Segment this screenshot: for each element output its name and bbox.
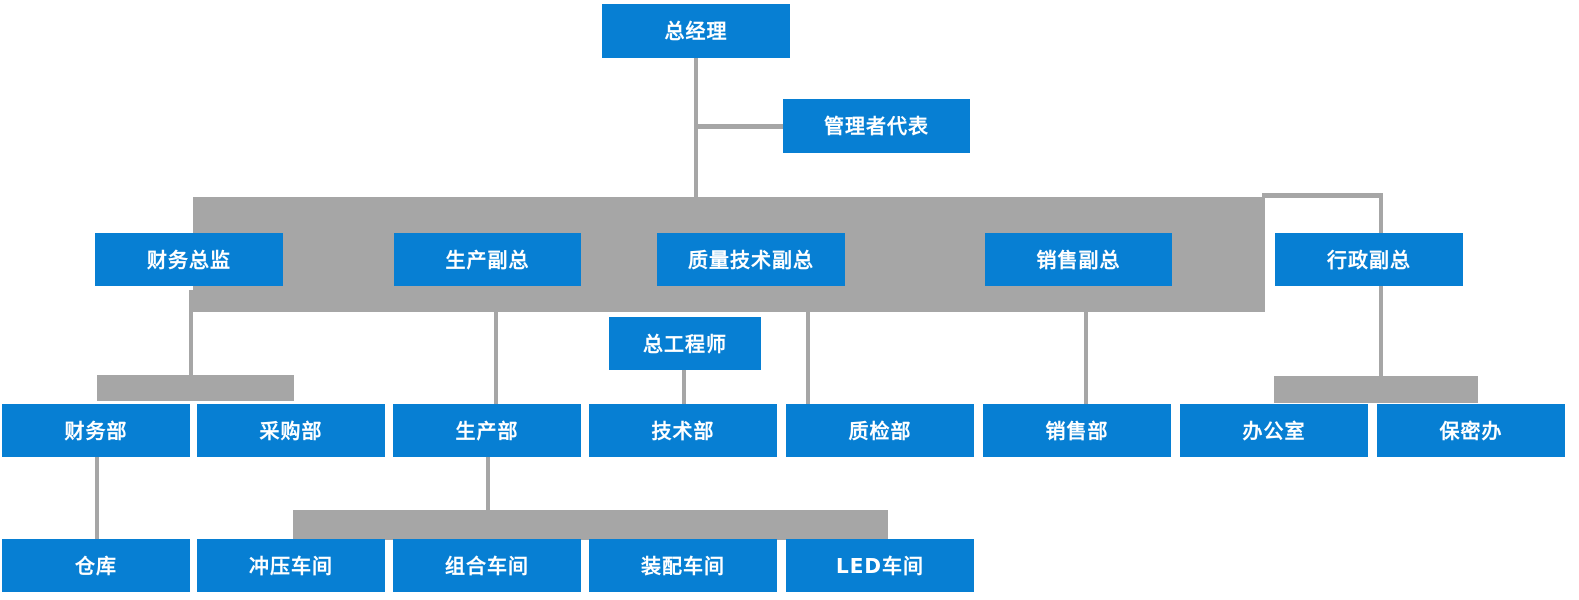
- node-label: 生产部: [455, 418, 519, 443]
- node-production-dept[interactable]: 生产部: [393, 404, 581, 457]
- connector-bar-finance-purchasing: [97, 375, 294, 401]
- connector-quality-drop: [806, 290, 810, 410]
- node-label: 仓库: [75, 553, 117, 578]
- node-label: 质检部: [848, 418, 912, 443]
- connector-sales-drop: [1084, 290, 1088, 410]
- node-sales-vp[interactable]: 销售副总: [985, 233, 1172, 286]
- node-label: 技术部: [651, 418, 715, 443]
- node-label: 组合车间: [445, 553, 529, 578]
- node-finance-director[interactable]: 财务总监: [95, 233, 283, 286]
- node-quality-inspection-dept[interactable]: 质检部: [786, 404, 974, 457]
- connector-gm-trunk: [694, 57, 698, 202]
- connector-production-to-workshops: [486, 455, 490, 517]
- node-admin-vp[interactable]: 行政副总: [1275, 233, 1463, 286]
- node-label: 保密办: [1439, 418, 1503, 443]
- node-label: 装配车间: [641, 553, 725, 578]
- node-general-manager[interactable]: 总经理: [602, 4, 790, 58]
- node-label: 生产副总: [445, 247, 530, 272]
- node-quality-tech-vp[interactable]: 质量技术副总: [657, 233, 845, 286]
- node-management-rep[interactable]: 管理者代表: [783, 99, 970, 153]
- node-label: 质量技术副总: [688, 247, 814, 272]
- connector-admin-vp-drop: [1379, 193, 1383, 383]
- connector-chief-engineer-drop: [682, 370, 686, 412]
- node-fitting-workshop[interactable]: 装配车间: [589, 539, 777, 592]
- connector-gm-to-management-rep: [694, 124, 786, 129]
- node-label: 行政副总: [1327, 247, 1411, 272]
- node-confidential-office[interactable]: 保密办: [1377, 404, 1565, 457]
- connector-warehouse-drop: [95, 455, 99, 545]
- node-label: 财务总监: [147, 247, 231, 272]
- connector-band-to-admin-vp-horizontal: [1262, 193, 1383, 198]
- connector-bar-office-confidential: [1274, 376, 1478, 403]
- node-label: 销售副总: [1036, 247, 1121, 272]
- node-label: 办公室: [1242, 418, 1306, 443]
- node-label: 财务部: [64, 418, 128, 443]
- node-label: 总工程师: [643, 331, 727, 356]
- node-label: 采购部: [259, 418, 323, 443]
- connector-production-drop: [494, 290, 498, 410]
- node-production-vp[interactable]: 生产副总: [394, 233, 581, 286]
- node-label: 总经理: [664, 19, 728, 43]
- node-stamping-workshop[interactable]: 冲压车间: [197, 539, 385, 592]
- node-label: 冲压车间: [249, 553, 333, 578]
- node-technology-dept[interactable]: 技术部: [589, 404, 777, 457]
- node-purchasing-dept[interactable]: 采购部: [197, 404, 385, 457]
- node-office[interactable]: 办公室: [1180, 404, 1368, 457]
- node-label: 销售部: [1045, 418, 1109, 443]
- node-led-workshop[interactable]: LED车间: [786, 539, 974, 592]
- node-label: 管理者代表: [824, 114, 929, 138]
- node-sales-dept[interactable]: 销售部: [983, 404, 1171, 457]
- connector-bar-workshops: [293, 510, 888, 540]
- connector-finance-drop: [189, 290, 193, 382]
- node-finance-dept[interactable]: 财务部: [2, 404, 190, 457]
- node-label: LED车间: [835, 553, 924, 578]
- node-assembly-workshop[interactable]: 组合车间: [393, 539, 581, 592]
- node-chief-engineer[interactable]: 总工程师: [609, 317, 761, 370]
- node-warehouse[interactable]: 仓库: [2, 539, 190, 592]
